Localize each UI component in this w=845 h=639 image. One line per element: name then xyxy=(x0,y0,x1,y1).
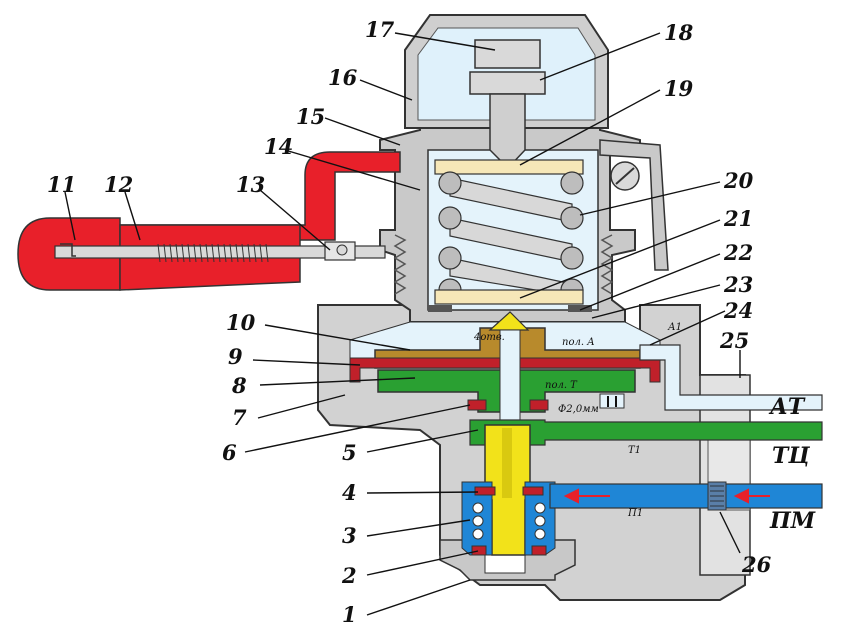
label-17: 17 xyxy=(365,17,395,42)
port-label-tc: ТЦ xyxy=(772,443,810,469)
label-16: 16 xyxy=(328,65,358,90)
valve-seal-right xyxy=(522,486,544,496)
label-11: 11 xyxy=(47,172,76,197)
label-23: 23 xyxy=(723,272,753,297)
annotation-channel-p1: П1 xyxy=(627,508,643,519)
label-3: 3 xyxy=(342,523,357,548)
annotation-cavity-a: пол. А xyxy=(562,337,595,348)
stem-seal-left xyxy=(467,399,487,411)
label-2: 2 xyxy=(341,563,357,588)
label-1: 1 xyxy=(342,602,357,627)
label-5: 5 xyxy=(342,440,357,465)
stem-seal-right xyxy=(529,399,549,411)
label-22: 22 xyxy=(723,240,753,265)
lock-screw xyxy=(599,139,669,271)
annotation-channel-t1: Т1 xyxy=(628,445,641,456)
valve-spring xyxy=(472,502,546,540)
lower-spring-seat xyxy=(434,289,584,305)
label-12: 12 xyxy=(104,172,133,197)
label-19: 19 xyxy=(664,76,694,101)
spring xyxy=(438,171,584,302)
label-6: 6 xyxy=(222,440,237,465)
label-9: 9 xyxy=(228,344,243,369)
valve-seal-left xyxy=(474,486,496,496)
label-21: 21 xyxy=(723,206,753,231)
washer-right xyxy=(568,305,592,312)
annotation-cavity-t: пол. Т xyxy=(545,380,578,391)
label-8: 8 xyxy=(231,373,247,398)
label-24: 24 xyxy=(723,298,753,323)
washer-left xyxy=(428,305,452,312)
part-labels: 17 18 16 19 15 14 20 11 12 13 21 22 23 2… xyxy=(47,17,772,627)
seat-seal-left xyxy=(471,545,487,556)
annotation-channel-a1: А1 xyxy=(667,322,682,333)
port-label-pm: ПМ xyxy=(769,508,816,534)
label-14: 14 xyxy=(264,134,293,159)
label-7: 7 xyxy=(232,405,247,430)
annotation-orifice: Ф2,0мм xyxy=(558,404,599,415)
diaphragm-seal xyxy=(349,357,661,383)
label-15: 15 xyxy=(296,104,325,129)
flow-arrows xyxy=(563,488,770,504)
label-26: 26 xyxy=(741,552,772,577)
hollow-stem xyxy=(499,329,521,426)
leader-lines xyxy=(64,32,741,616)
label-20: 20 xyxy=(723,168,754,193)
label-13: 13 xyxy=(236,172,265,197)
label-10: 10 xyxy=(226,310,256,335)
seat-seal-right xyxy=(531,545,547,556)
annotation-holes: 4отв. xyxy=(473,332,505,343)
atmosphere-channel xyxy=(639,344,823,411)
handle xyxy=(17,151,401,291)
orifice xyxy=(599,393,625,409)
adjusting-screw xyxy=(469,39,546,170)
upper-spring-seat xyxy=(434,159,584,175)
label-25: 25 xyxy=(719,328,749,353)
port-label-at: АТ xyxy=(768,394,806,420)
label-4: 4 xyxy=(342,480,357,505)
label-18: 18 xyxy=(664,20,694,45)
